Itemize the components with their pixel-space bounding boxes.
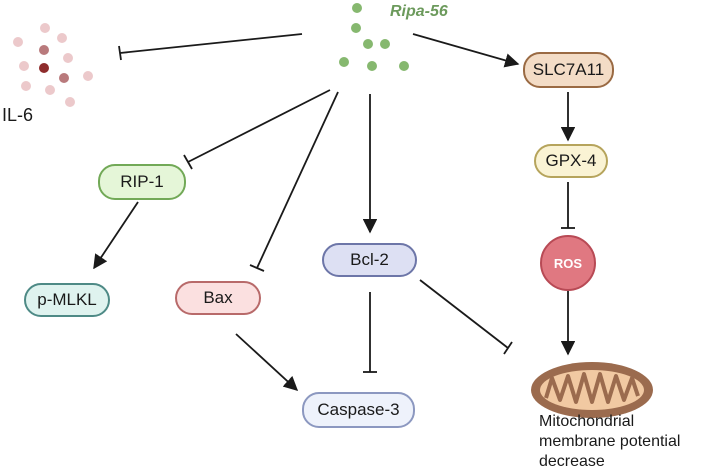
il6-particles [13, 23, 93, 107]
node-pmlkl: p-MLKL [24, 283, 110, 317]
node-slc7a11: SLC7A11 [523, 52, 614, 88]
edge-bcl2-mito-tbar [503, 341, 513, 355]
edge-ripa56-bax-tbar [249, 264, 265, 272]
mitochondrion-label-line-3: decrease [539, 453, 605, 469]
edge-ripa56-rip1 [187, 89, 331, 163]
edge-ripa56-il6-tbar [118, 45, 122, 61]
mitochondrion-label-line-1: Mitochondrial [539, 413, 635, 430]
edge-bax-caspase3 [235, 333, 299, 391]
node-ros: ROS [540, 235, 596, 291]
mitochondrion-label-line-2: membrane potential [539, 433, 681, 450]
edge-ripa56-slc7a11 [412, 33, 520, 68]
mitochondrion-label: Mitochondrial membrane potential decreas… [539, 412, 680, 469]
edge-ripa56-bax [256, 91, 339, 269]
edge-ripa56-rip1-tbar [183, 154, 193, 170]
drug-particles [339, 3, 409, 71]
node-gpx4: GPX-4 [534, 144, 608, 178]
node-rip1: RIP-1 [98, 164, 186, 200]
node-caspase3: Caspase-3 [302, 392, 415, 428]
cytokine-label: IL-6 [2, 105, 34, 125]
edge-bcl2-mito [419, 279, 509, 349]
node-bcl2: Bcl-2 [322, 243, 417, 277]
drug-label: Ripa-56 [390, 3, 448, 20]
node-bax: Bax [175, 281, 261, 315]
mitochondrion-icon [531, 362, 653, 418]
edge-rip1-pmlkl [93, 201, 139, 270]
edge-ripa56-il6 [119, 33, 303, 54]
